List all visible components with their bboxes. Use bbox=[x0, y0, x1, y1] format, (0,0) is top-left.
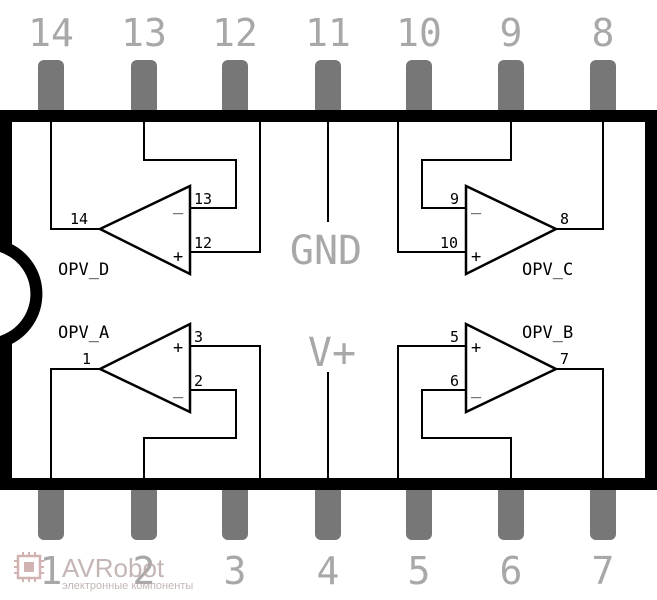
pin-number-13: 13 bbox=[121, 11, 167, 55]
opamp-d-plus-pin: 12 bbox=[194, 234, 212, 252]
pin-number-12: 12 bbox=[212, 11, 258, 55]
opamp-a: + _ 1 3 2 OPV_A bbox=[50, 321, 261, 484]
opamp-a-out-wire bbox=[50, 368, 100, 484]
opamp-b-triangle bbox=[464, 321, 559, 414]
pin-1-lead bbox=[38, 478, 64, 540]
opamp-a-minus-sign: _ bbox=[173, 379, 184, 399]
opamp-b-plus-wire bbox=[397, 345, 466, 484]
pin-number-3: 3 bbox=[224, 549, 247, 593]
opamp-c-plus-sign: + bbox=[471, 247, 481, 267]
opamp-b-out-wire bbox=[556, 368, 604, 484]
opamp-a-plus-sign: + bbox=[173, 338, 183, 358]
pin-7-lead bbox=[590, 478, 616, 540]
opamp-d-minus-pin: 13 bbox=[194, 190, 212, 208]
opamp-d-minus-sign: _ bbox=[173, 195, 184, 215]
pin-number-10: 10 bbox=[396, 11, 442, 55]
opamp-c-plus-wire bbox=[397, 116, 466, 253]
opamp-b-plus-sign: + bbox=[471, 338, 481, 358]
opamp-b-label: OPV_B bbox=[522, 323, 573, 343]
opamp-a-minus-pin: 2 bbox=[194, 372, 203, 390]
top-pin-numbers: 14 13 12 11 10 9 8 bbox=[28, 11, 614, 55]
pin-number-14: 14 bbox=[28, 11, 74, 55]
opamp-b: + _ 7 5 6 OPV_B bbox=[397, 321, 604, 484]
opamp-c-minus-sign: _ bbox=[471, 195, 482, 215]
opamp-c-minus-pin: 9 bbox=[450, 190, 459, 208]
bottom-pins bbox=[38, 478, 616, 540]
opamp-c: _ + 8 9 10 OPV_C bbox=[397, 116, 604, 280]
chip-icon bbox=[14, 552, 44, 582]
opamp-d-minus-wire bbox=[143, 116, 237, 209]
pin-number-4: 4 bbox=[317, 549, 340, 593]
opamp-b-minus-sign: _ bbox=[471, 379, 482, 399]
pin-number-5: 5 bbox=[408, 549, 431, 593]
opamp-d-plus-sign: + bbox=[173, 247, 183, 267]
pin-4-lead bbox=[315, 478, 341, 540]
pin-14-lead bbox=[38, 60, 64, 122]
logo-tagline: электронные компоненты bbox=[62, 580, 193, 592]
pin-3-lead bbox=[222, 478, 248, 540]
gnd-label: GND bbox=[290, 228, 362, 274]
opamp-c-triangle bbox=[464, 184, 559, 277]
opamp-b-out-pin: 7 bbox=[560, 350, 569, 368]
pin-13-lead bbox=[131, 60, 157, 122]
vplus-label: V+ bbox=[308, 330, 356, 376]
pin-8-lead bbox=[590, 60, 616, 122]
pin-number-11: 11 bbox=[305, 11, 351, 55]
pin-11-lead bbox=[315, 60, 341, 122]
opamp-a-triangle bbox=[97, 321, 192, 414]
pin-12-lead bbox=[222, 60, 248, 122]
opamp-c-out-pin: 8 bbox=[560, 210, 569, 228]
pin-9-lead bbox=[498, 60, 524, 122]
opamp-a-label: OPV_A bbox=[58, 323, 109, 343]
opamp-d-label: OPV_D bbox=[58, 260, 109, 280]
opamp-b-minus-pin: 6 bbox=[450, 372, 459, 390]
opamp-c-plus-pin: 10 bbox=[440, 234, 458, 252]
pin-number-8: 8 bbox=[592, 11, 615, 55]
opamp-a-minus-wire bbox=[143, 389, 237, 484]
opamp-c-label: OPV_C bbox=[522, 260, 573, 280]
logo-name: AVRobot bbox=[62, 553, 165, 583]
top-pins bbox=[38, 60, 616, 122]
opamp-d-triangle bbox=[97, 184, 192, 277]
pin-number-1: 1 bbox=[40, 549, 63, 593]
opamp-b-minus-wire bbox=[421, 389, 512, 484]
opamp-c-minus-wire bbox=[421, 116, 512, 209]
pin-number-6: 6 bbox=[500, 549, 523, 593]
pin-number-7: 7 bbox=[592, 549, 615, 593]
opamp-d-plus-wire bbox=[190, 116, 261, 253]
pin-5-lead bbox=[406, 478, 432, 540]
pin-2-lead bbox=[131, 478, 157, 540]
opamp-d: _ + 14 13 12 OPV_D bbox=[50, 116, 261, 280]
opamp-a-out-pin: 1 bbox=[82, 350, 91, 368]
opamp-c-out-wire bbox=[556, 116, 604, 230]
avrobot-logo: AVRobot электронные компоненты bbox=[14, 552, 193, 592]
opamp-a-plus-wire bbox=[190, 345, 261, 484]
pin-6-lead bbox=[498, 478, 524, 540]
pin-10-lead bbox=[406, 60, 432, 122]
bottom-pin-numbers: 1 2 3 4 5 6 7 bbox=[40, 549, 615, 593]
opamp-b-plus-pin: 5 bbox=[450, 328, 459, 346]
pin-number-9: 9 bbox=[500, 11, 523, 55]
pin-number-2: 2 bbox=[133, 549, 156, 593]
opamp-d-out-pin: 14 bbox=[70, 210, 88, 228]
opamp-d-out-wire bbox=[50, 116, 100, 230]
opamp-a-plus-pin: 3 bbox=[194, 328, 203, 346]
